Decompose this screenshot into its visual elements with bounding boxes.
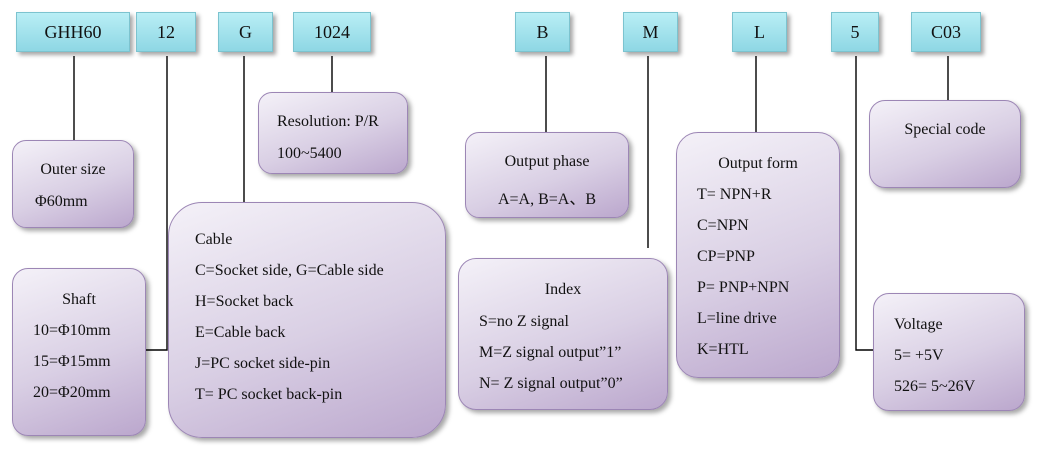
output-form-line: CP=PNP [697,248,755,265]
shaft-line: 20=Φ20mm [33,384,111,401]
special-code-box: Special code [869,100,1021,188]
resolution-box: Resolution: P/R 100~5400 [258,92,408,174]
index-line: M=Z signal output”1” [479,344,622,361]
voltage-box: Voltage 5= +5V 526= 5~26V [873,293,1025,411]
resolution-value: 100~5400 [277,145,342,162]
code-box-voltage: 5 [831,12,879,52]
outer-size-title: Outer size [40,161,106,178]
code-box-model: GHH60 [16,12,130,52]
index-line: N= Z signal output”0” [479,375,623,392]
index-title: Index [544,281,582,298]
shaft-title: Shaft [62,291,96,308]
code-box-output-form: L [732,12,787,52]
output-form-line: K=HTL [697,341,749,358]
output-form-line: T= NPN+R [697,186,772,203]
shaft-box: Shaft 10=Φ10mm 15=Φ15mm 20=Φ20mm [12,268,146,436]
code-box-resolution: 1024 [293,12,371,52]
index-line: S=no Z signal [479,313,569,330]
output-form-line: L=line drive [697,310,777,327]
code-box-shaft: 12 [136,12,196,52]
output-form-title: Output form [718,155,798,172]
cable-title: Cable [195,231,233,248]
cable-line: J=PC socket side-pin [195,355,331,372]
shaft-line: 10=Φ10mm [33,322,111,339]
shaft-line: 15=Φ15mm [33,353,111,370]
cable-line: C=Socket side, G=Cable side [195,262,384,279]
cable-line: H=Socket back [195,293,294,310]
output-phase-title: Output phase [504,153,590,170]
outer-size-box: Outer size Φ60mm [12,140,134,228]
code-box-special-code: C03 [911,12,981,52]
cable-box: Cable C=Socket side, G=Cable side H=Sock… [168,202,446,438]
cable-line: E=Cable back [195,324,286,341]
connector-shaft [146,56,168,351]
output-phase-value: A=A, B=A、B [497,191,597,208]
outer-size-value: Φ60mm [35,193,88,210]
output-phase-box: Output phase A=A, B=A、B [465,132,629,218]
code-box-index: M [623,12,678,52]
cable-line: T= PC socket back-pin [195,386,343,403]
output-form-box: Output form T= NPN+R C=NPN CP=PNP P= PNP… [676,132,840,378]
connector-voltage [855,56,873,351]
code-box-cable: G [218,12,273,52]
voltage-line: 5= +5V [894,347,944,364]
voltage-title: Voltage [894,316,943,333]
index-box: Index S=no Z signal M=Z signal output”1”… [458,258,668,410]
special-code-title: Special code [904,121,986,138]
voltage-line: 526= 5~26V [894,378,976,395]
output-form-line: C=NPN [697,217,749,234]
output-form-line: P= PNP+NPN [697,279,790,296]
code-box-output-phase: B [515,12,570,52]
resolution-title: Resolution: P/R [277,113,379,130]
